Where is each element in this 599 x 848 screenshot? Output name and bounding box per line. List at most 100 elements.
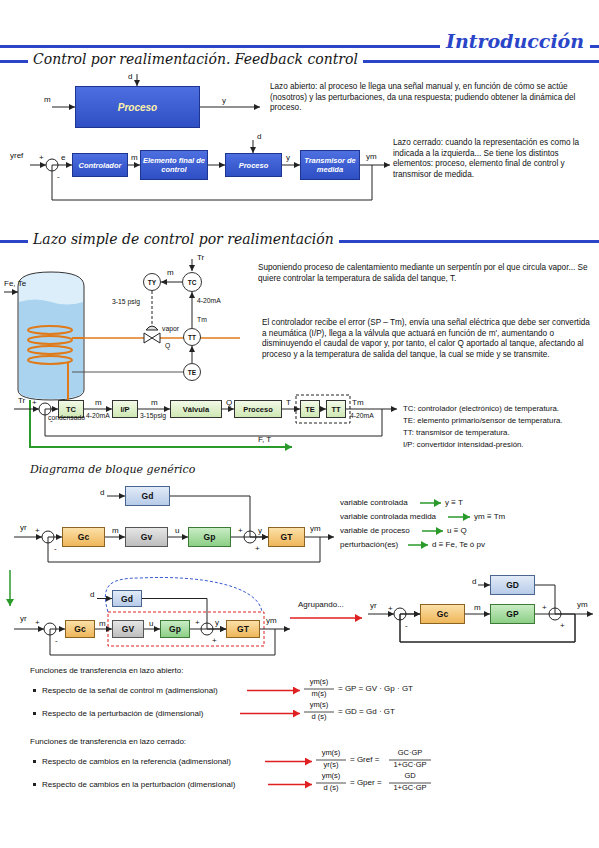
fraction-term: d (s) [303,713,335,722]
block-box: TT [326,400,346,418]
drawing-line [382,409,397,410]
signal-label: + [32,398,37,407]
transfer-block: GT [226,620,260,638]
node-text: TY [148,279,156,286]
edge-label: m [151,398,158,407]
signal-connector [231,537,268,538]
edge-label: T [286,398,291,407]
signal-label: + [238,526,243,535]
node-text: Controlador [79,161,122,170]
signal-label: ym [266,616,277,625]
node-text: Elemento final de control [142,156,206,174]
variable-note: y ≡ T [445,498,463,507]
drawing-line [192,259,193,271]
signal-label: Tr [197,253,204,262]
signal-connector [208,165,225,166]
edge-label: u [149,619,153,628]
signal-label: yref [10,151,23,160]
signal-label: + [39,153,44,162]
drawing-rect [296,395,350,423]
node-text: TE [305,405,315,414]
signal-connector [465,614,490,615]
drawing-line [14,409,39,410]
drawing-line [14,629,44,630]
fraction-term: ym(s) [303,701,335,710]
node-text: Transmisor de medida [302,156,358,174]
signal-label: 4-20mA [350,412,374,420]
signal-label: 3-15 psig [112,298,140,306]
instrument-bubble: TY [143,273,161,291]
signal-label: d [100,488,104,497]
transfer-block: GV [112,620,144,638]
drawing-line [84,337,144,339]
section-heading: Control por realimentación. Feedback con… [28,51,363,67]
drawing-rect [33,689,36,692]
signal-label: d [90,590,94,599]
fraction-term: GC·GP [388,749,432,758]
formula-text: = GD = Gd · GT [338,707,395,716]
signal-connector [282,409,300,410]
signal-connector [192,346,193,363]
signal-label: + [542,603,547,612]
controller-box: Controlador [72,153,128,177]
formula-text: Respecto de cambios en la perturbación (… [42,780,235,789]
edge-label: Q [226,398,232,407]
signal-label: 4-20mA [197,297,221,305]
drawing-rect [33,760,36,763]
drawing-g [304,689,431,783]
block-box: Proceso [234,400,282,418]
edge-label: y [286,153,290,162]
drawing-ellipse [28,336,72,344]
fraction-term: ym(s) [315,749,347,758]
drawing-line [575,614,593,615]
signal-label: Agrupando... [298,600,344,609]
transfer-block: GT [268,527,305,547]
process-box: Proceso [75,86,200,128]
formula-text: = Gper = [350,778,382,787]
drawing-line [14,537,42,538]
paragraph: Lazo cerrado: cuando la representación e… [393,138,590,181]
edge-label: y [215,618,219,627]
signal-label: 3-15psig [140,412,166,420]
signal-label: + [195,618,200,627]
signal-label: d [257,132,261,141]
transfer-block: Gp [160,620,190,638]
drawing-g [4,74,593,646]
signal-label: + [560,621,565,630]
drawing-line [420,502,441,504]
edge-label: y [258,526,262,535]
drawing-ellipse [28,356,72,364]
fraction-term: GD [388,772,432,781]
edge-label: m [167,268,174,277]
legend-note: TT: transmisor de temperatura. [403,429,510,438]
signal-label: yr [20,614,27,623]
signal-label: Tr [18,396,25,405]
node-text: Proceso [118,102,157,113]
drawing-ellipse [28,346,72,354]
formula-text: = Gref = [350,755,379,764]
drawing-path [146,326,158,330]
drawing-line [72,372,183,373]
transfer-block: GD [490,575,535,595]
drawing-line [52,107,75,108]
page-title: Introducción [440,30,590,52]
node-text: Gv [141,532,152,542]
paragraph: El controlador recibe el error (SP – Tm)… [262,318,590,361]
signal-label: ym [310,524,321,533]
transfer-block: GP [490,604,535,624]
signal-label: + [35,526,40,535]
drawing-line [137,74,138,86]
signal-label: + [35,618,40,627]
node-text: GT [237,624,249,634]
signal-connector [192,292,193,328]
drawing-line [247,690,300,692]
drawing-path [67,362,69,404]
drawing-line [253,140,254,153]
variable-note: perturbación(es) [340,540,398,549]
signal-label: Q [165,342,170,350]
node-text: Gd [121,594,133,604]
signal-label: d [472,577,476,586]
signal-label: F, T [258,435,271,444]
drawing-line [152,291,153,330]
fraction-term: yr(s) [315,761,347,770]
